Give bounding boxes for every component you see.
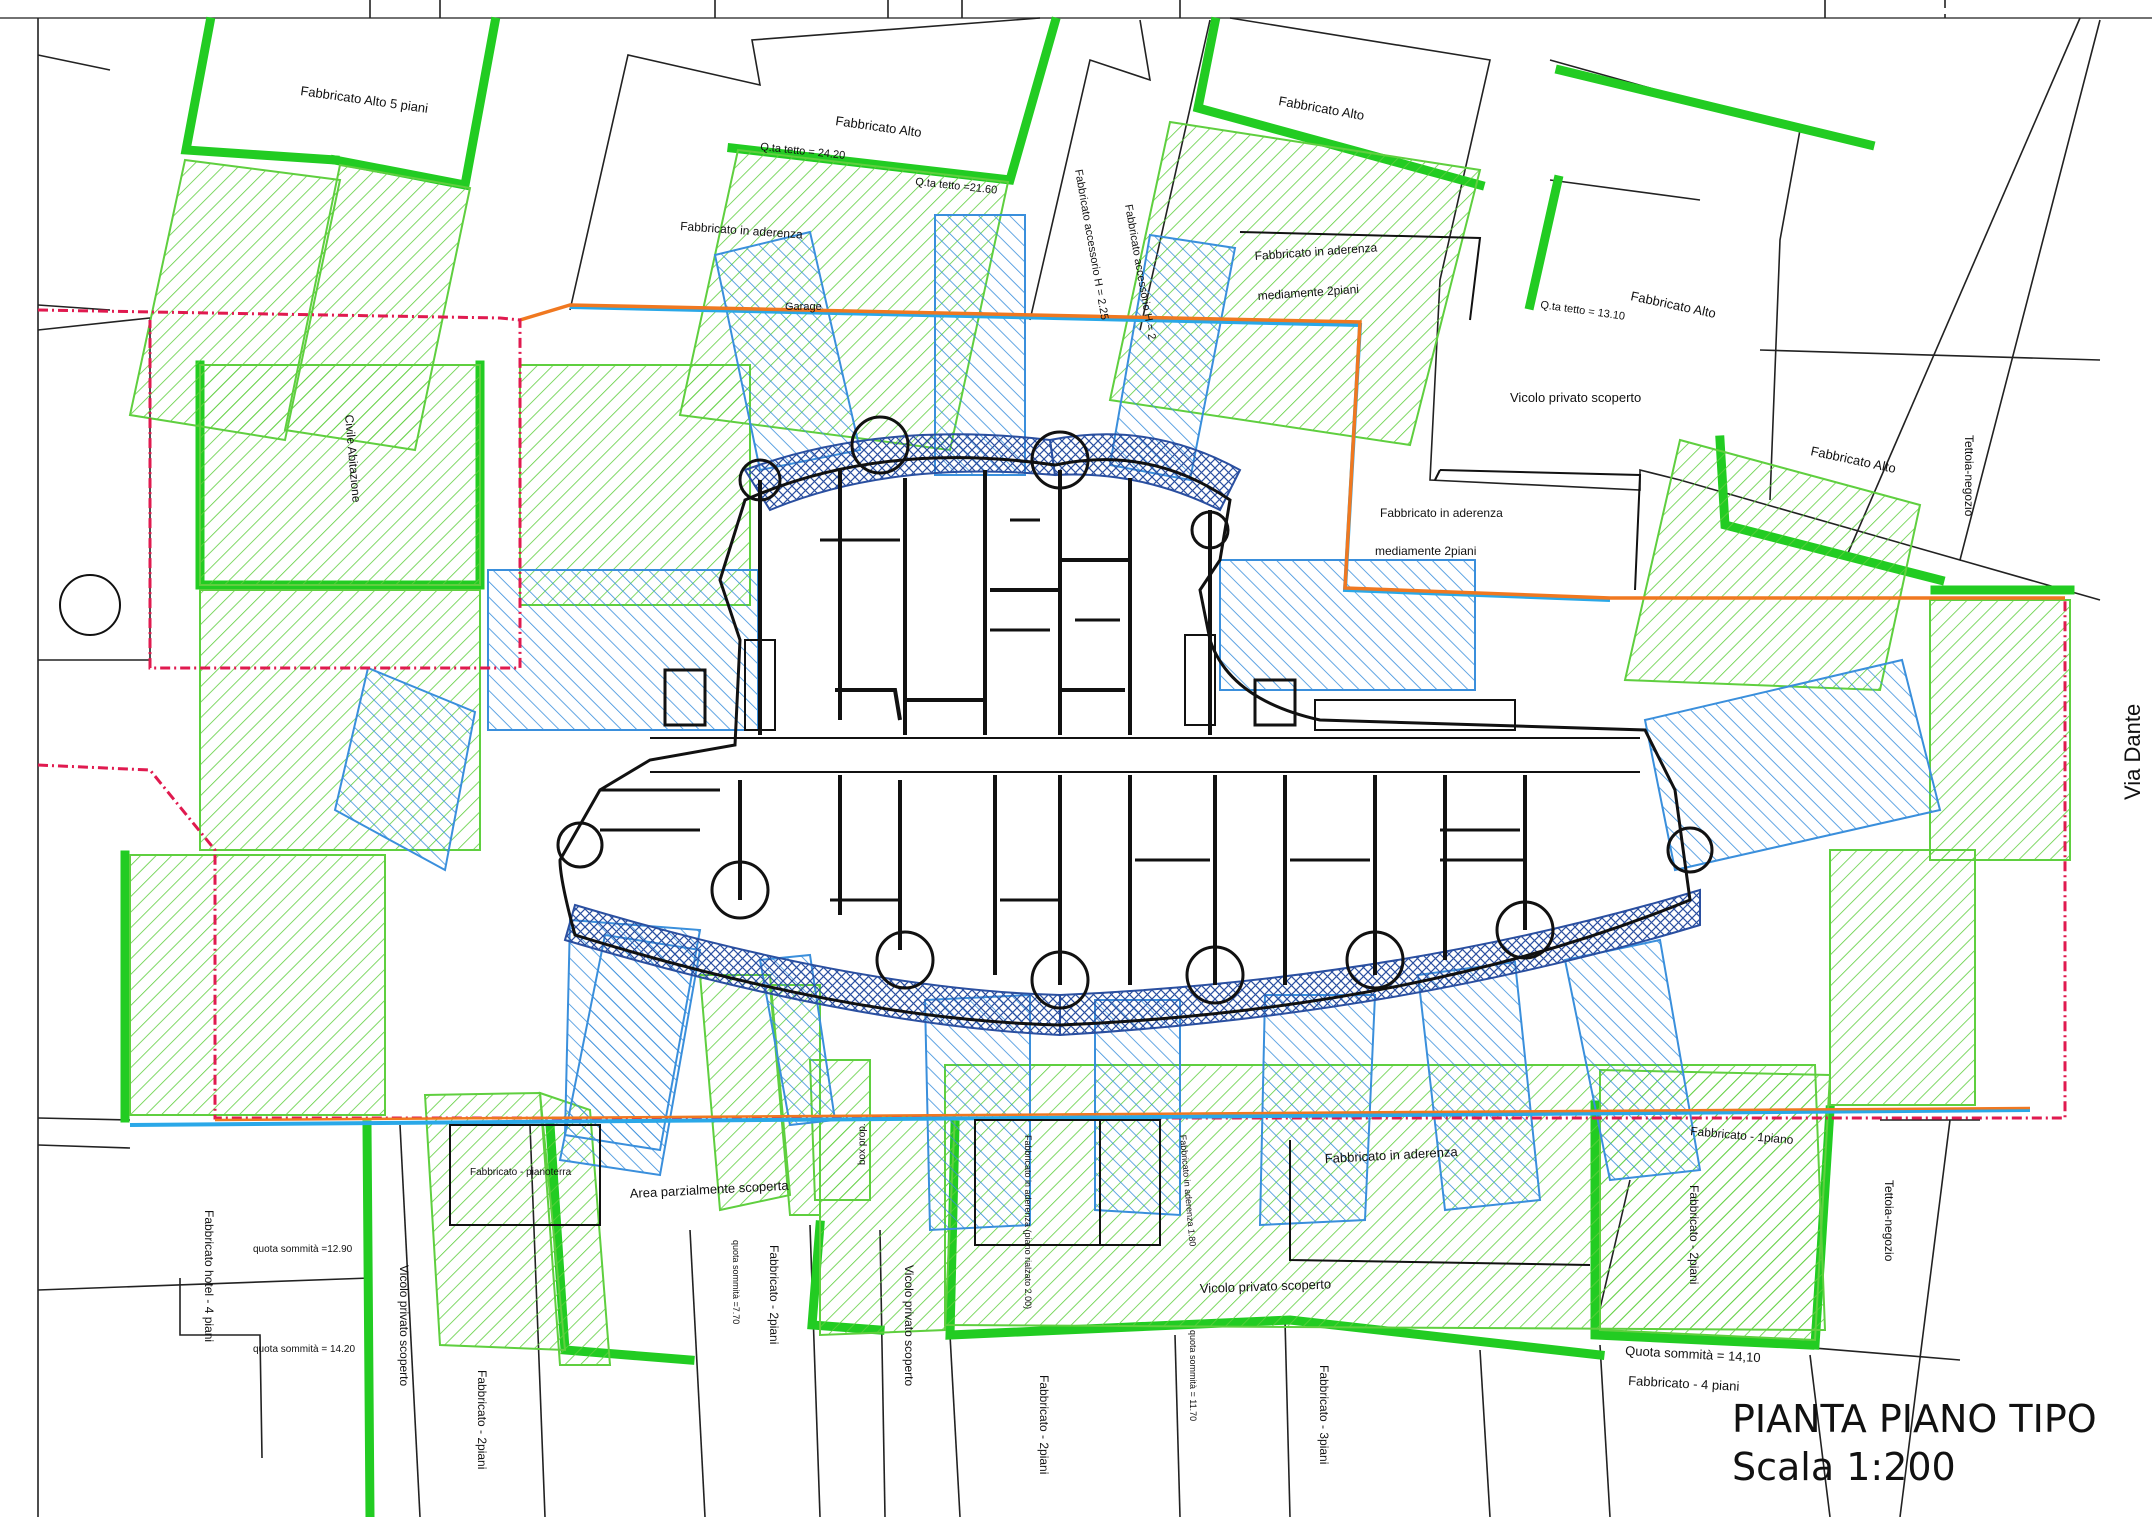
property-lines xyxy=(37,303,2067,1127)
label-fabbricato-alto-a: Fabbricato Alto xyxy=(835,113,923,140)
label-fab-hotel: Fabbricato hotel - 4 piani xyxy=(202,1210,216,1342)
label-quota-770: quota sommità =7.70 xyxy=(731,1240,741,1324)
label-quota-1290: quota sommità =12.90 xyxy=(253,1244,353,1255)
label-vicolo-top: Vicolo privato scoperto xyxy=(1510,390,1641,405)
label-tettoia-bottom: Tettoia-negozio xyxy=(1882,1180,1896,1262)
label-fab-3piani: Fabbricato - 3piani xyxy=(1317,1365,1331,1464)
label-fabbricato-alto-c: Fabbricato Alto xyxy=(1629,288,1717,321)
label-vicolo-b3: Vicolo privato scoperto xyxy=(1200,1276,1332,1296)
label-quota-1420: quota sommità = 14.20 xyxy=(253,1344,355,1355)
title-line1: PIANTA PIANO TIPO xyxy=(1732,1397,2097,1441)
label-fabbricato-alto-5: Fabbricato Alto 5 piani xyxy=(300,83,430,116)
balcony-cross-hatch xyxy=(563,433,1701,1037)
label-aderenza-bottom: Fabbricato in aderenza xyxy=(1324,1144,1458,1166)
label-fabbricato-alto-d: Fabbricato Alto xyxy=(1809,443,1897,476)
label-aderenza-2piani-b1: Fabbricato in aderenza xyxy=(1380,506,1503,520)
label-fab-2piani-b: Fabbricato - 2piani xyxy=(767,1245,781,1344)
label-aderenza-2piani-b2: mediamente 2piani xyxy=(1375,544,1476,558)
label-vicolo-b2: Vicolo privato scoperto xyxy=(902,1265,916,1387)
label-street: Via Dante xyxy=(2120,704,2145,800)
label-fab-2piani-d: Fabbricato - 2piani xyxy=(1687,1185,1701,1284)
label-aderenza-b2: Fabbricato in aderenza (piano rialzato 2… xyxy=(1023,1135,1033,1309)
main-building-plan xyxy=(59,415,1714,1027)
label-vicolo-b1: Vicolo privato scoperto xyxy=(397,1265,411,1387)
drawing-title: PIANTA PIANO TIPO Scala 1:200 xyxy=(1732,1397,2097,1489)
label-fab-pianoterra: Fabbricato - pianoterra xyxy=(470,1167,572,1178)
label-box-prop: box prop. xyxy=(857,1123,868,1165)
label-fab-4piani: Fabbricato - 4 piani xyxy=(1628,1373,1740,1394)
label-fab-2piani-c: Fabbricato - 2piani xyxy=(1037,1375,1051,1474)
label-qta-1310: Q.ta tetto = 13.10 xyxy=(1540,299,1626,323)
label-tettoia-top: Tettoia-negozio xyxy=(1962,435,1976,517)
label-quota-1410: Quota sommità = 14,10 xyxy=(1625,1343,1761,1365)
label-accessorio-1: Fabbricato accessorio H = 2.25 xyxy=(1072,168,1110,320)
label-fab-2piani-a: Fabbricato - 2piani xyxy=(475,1370,489,1469)
title-line2: Scala 1:200 xyxy=(1732,1445,1956,1489)
label-fabbricato-alto-b: Fabbricato Alto xyxy=(1277,93,1365,123)
label-quota-1170: quota sommità = 11.70 xyxy=(1188,1330,1198,1421)
misc-outlines xyxy=(449,231,1642,1266)
label-garage: Garage xyxy=(785,301,822,313)
